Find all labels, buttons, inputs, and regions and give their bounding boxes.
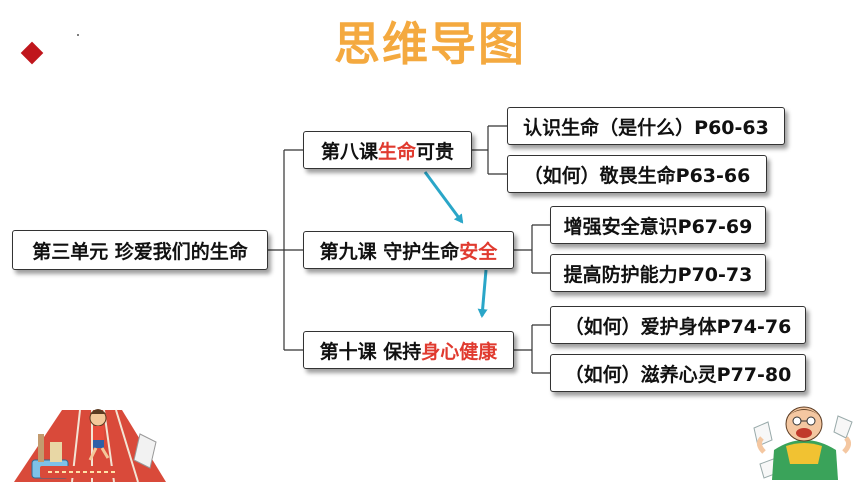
lesson-10-child-2: （如何）滋养心灵P77-80 [550,354,806,392]
arrow-lesson9-to-10 [477,269,488,318]
arrow-lesson8-to-9 [423,171,464,224]
child-label: （如何）敬畏生命P63-66 [523,164,751,187]
lesson-highlight: 安全 [459,240,498,263]
page-title: 思维导图 [334,17,526,71]
connector-lesson8 [472,125,507,175]
lesson-label: 第八课 [320,140,378,163]
connector-lesson10 [514,324,550,374]
lesson-label-suffix: 可贵 [416,140,455,163]
lesson-9-node: 第九课 守护生命安全 [303,231,514,269]
connector-root-lessons [268,149,303,351]
small-dot [77,34,79,36]
lesson-8-child-2: （如何）敬畏生命P63-66 [507,155,767,193]
root-label: 第三单元 珍爱我们的生命 [32,240,248,263]
shouting-teacher-illustration [753,406,853,480]
lesson-9-child-2: 提高防护能力P70-73 [550,254,766,292]
lesson-8-child-1: 认识生命（是什么）P60-63 [507,107,785,145]
lesson-8-node: 第八课 生命可贵 [303,131,472,169]
lesson-label: 第九课 守护生命 [319,240,460,263]
lesson-9-child-1: 增强安全意识P67-69 [550,206,766,244]
lesson-highlight: 身心健康 [421,340,498,363]
root-node: 第三单元 珍爱我们的生命 [12,230,268,270]
child-label: （如何）爱护身体P74-76 [564,315,792,338]
connector-lesson9 [514,224,550,274]
running-student-illustration [14,409,166,482]
child-label: 提高防护能力P70-73 [563,263,753,286]
lesson-label: 第十课 保持 [319,340,422,363]
child-label: 认识生命（是什么）P60-63 [523,116,769,139]
child-label: 增强安全意识P67-69 [563,215,753,238]
lesson-10-node: 第十课 保持身心健康 [303,331,514,369]
child-label: （如何）滋养心灵P77-80 [564,363,792,386]
lesson-10-child-1: （如何）爱护身体P74-76 [550,306,806,344]
lesson-highlight: 生命 [377,140,416,163]
